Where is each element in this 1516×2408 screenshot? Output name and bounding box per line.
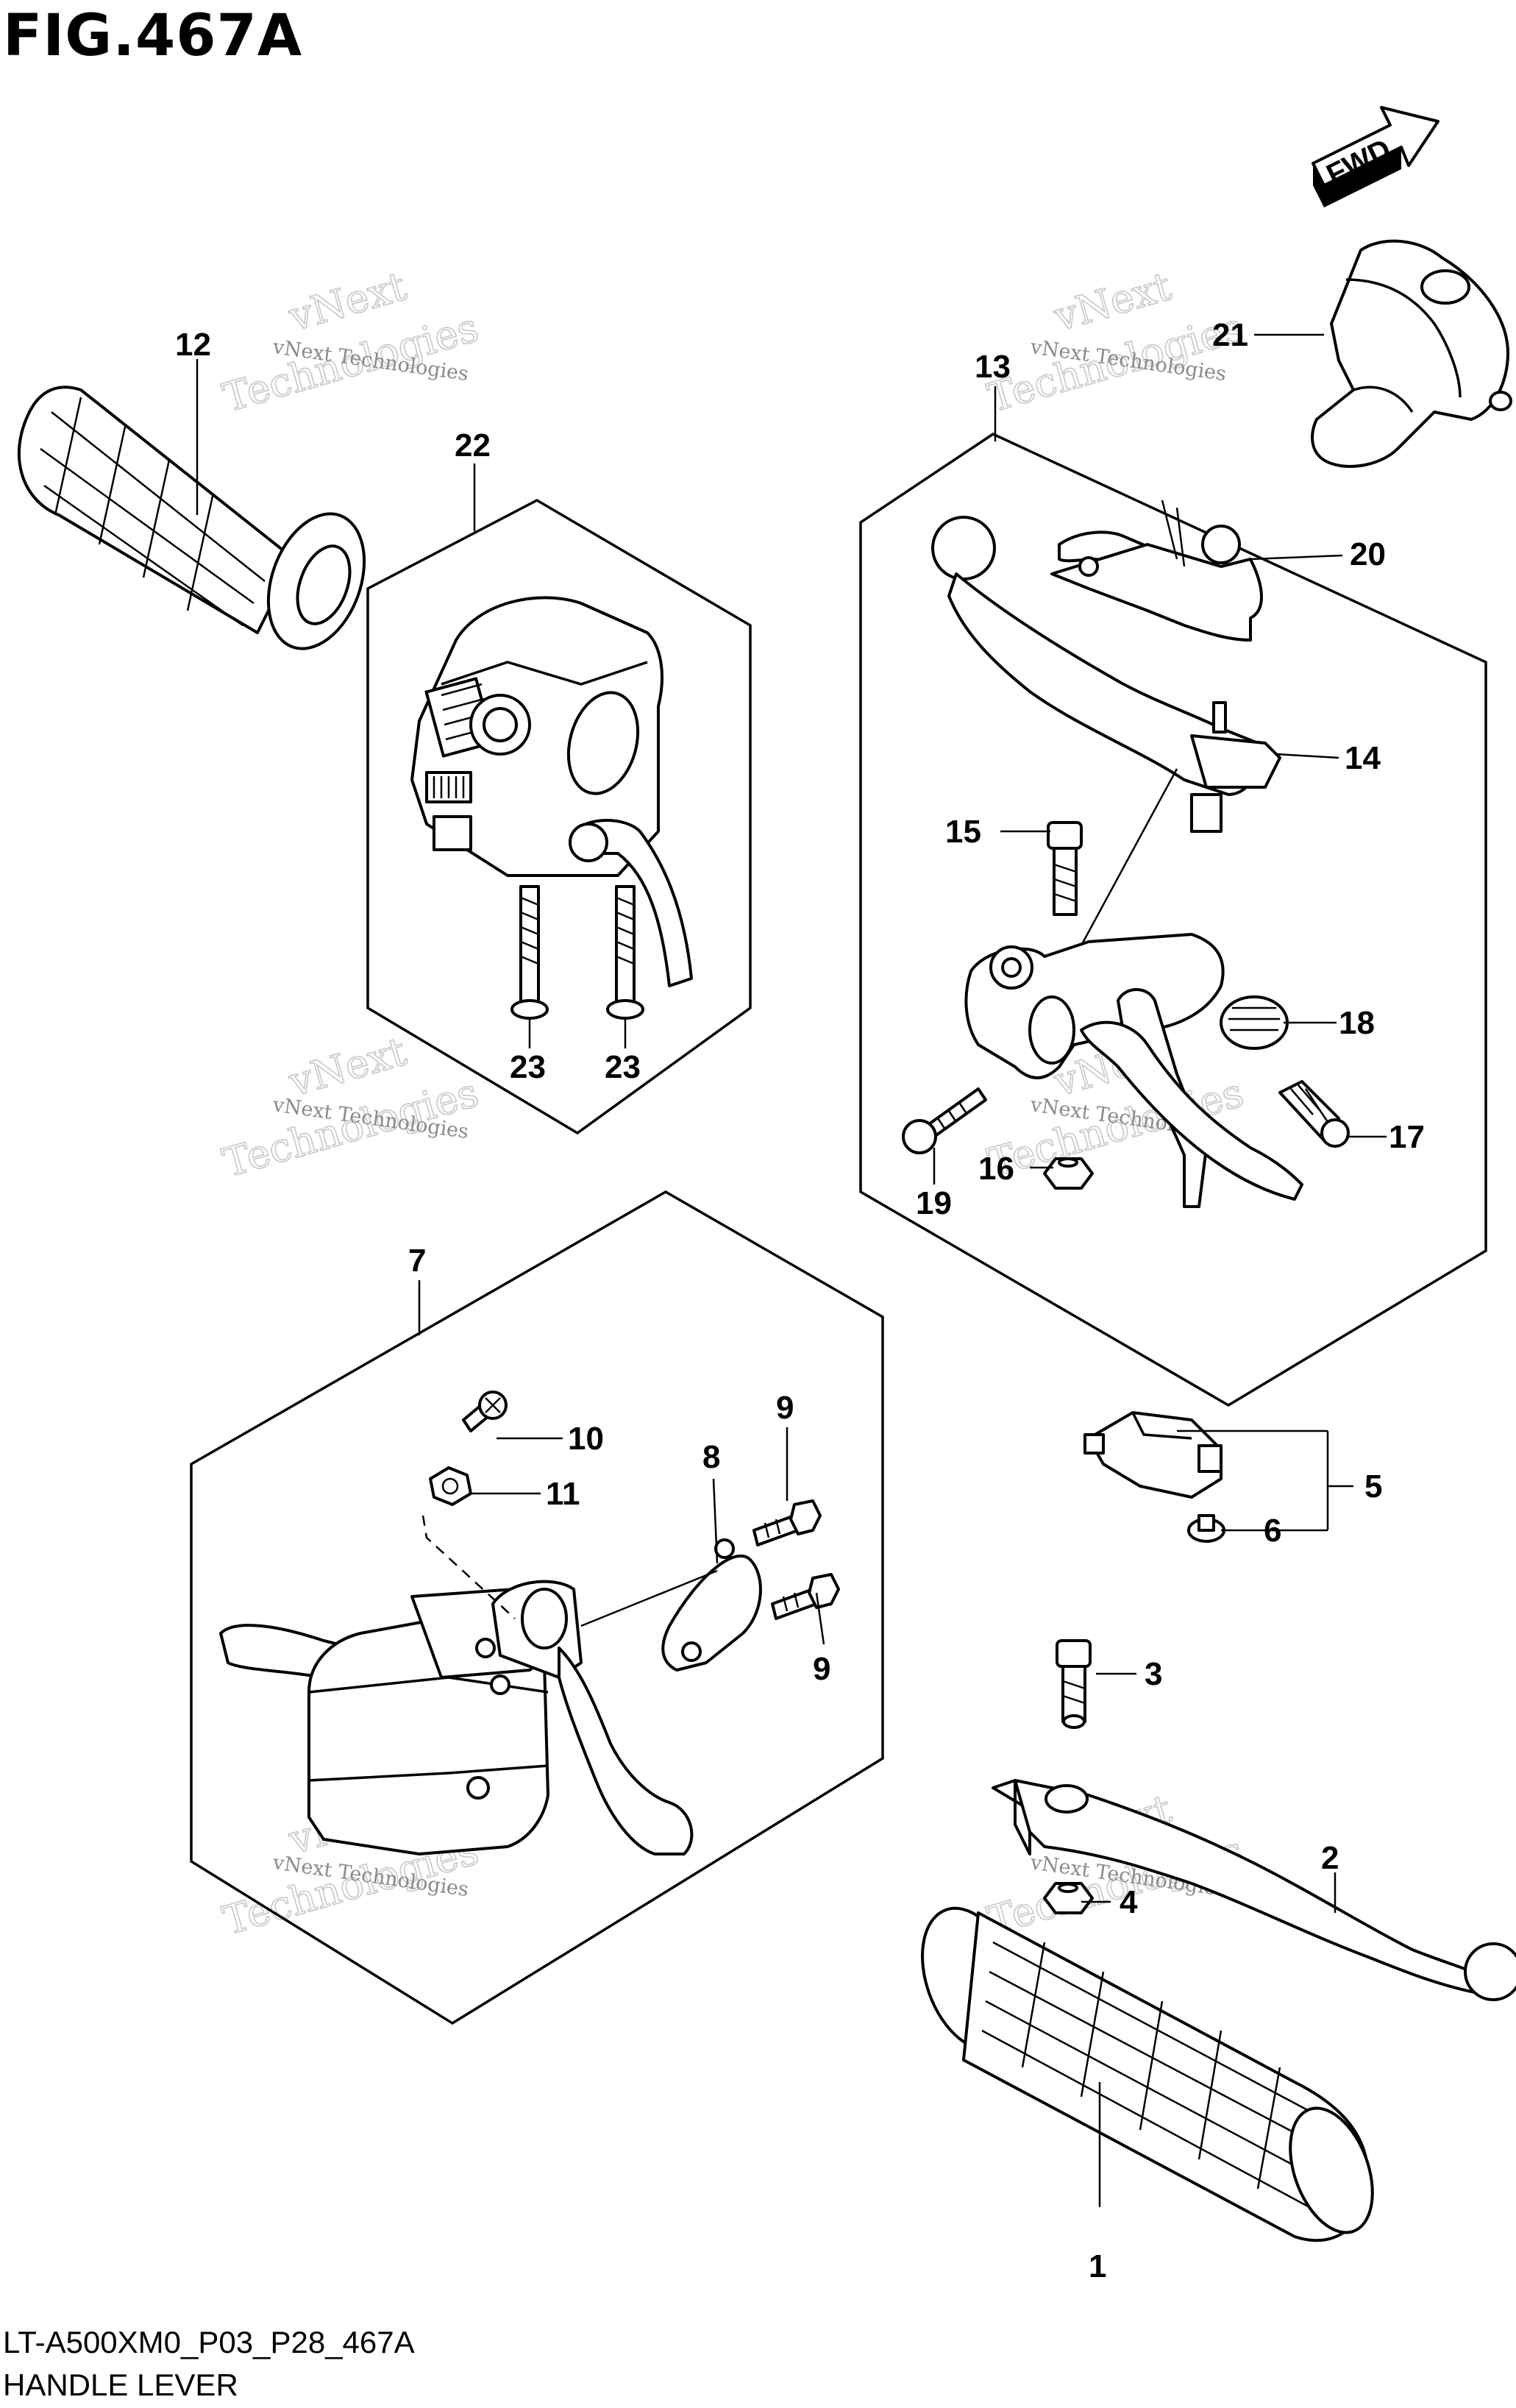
watermark-top-right: vNext Technologies vNext Technologies bbox=[982, 262, 1249, 422]
callout-14: 14 bbox=[1345, 740, 1381, 776]
switch-5 bbox=[1083, 1411, 1223, 1499]
callout-1: 1 bbox=[1089, 2248, 1106, 2284]
pivot-bolt-15 bbox=[1047, 821, 1083, 966]
callout-20: 20 bbox=[1350, 536, 1386, 572]
bolt-9-lower bbox=[771, 1573, 840, 1620]
handlebar-switch-22 bbox=[410, 596, 693, 987]
cover-21 bbox=[1311, 239, 1512, 468]
assembly-box-22 bbox=[366, 499, 752, 1135]
screw-6 bbox=[1187, 1514, 1225, 1543]
figure-code: LT-A500XM0_P03_P28_467A bbox=[3, 2325, 415, 2359]
lever-2 bbox=[992, 1779, 1516, 2001]
screw-10 bbox=[462, 1391, 508, 1432]
callout-15: 15 bbox=[945, 814, 981, 850]
dust-cover-18 bbox=[1220, 995, 1289, 1050]
bolt-9-upper bbox=[752, 1499, 822, 1546]
callout-4: 4 bbox=[1120, 1884, 1138, 1920]
callout-6: 6 bbox=[1264, 1513, 1281, 1549]
callout-11: 11 bbox=[546, 1476, 580, 1512]
callout-leaders bbox=[196, 333, 1387, 2207]
callout-13: 13 bbox=[975, 349, 1011, 385]
callout-5: 5 bbox=[1364, 1468, 1382, 1505]
pivot-bolt-3 bbox=[1056, 1639, 1092, 1729]
callout-8: 8 bbox=[702, 1439, 720, 1475]
bolt-19 bbox=[902, 1087, 987, 1154]
callout-19: 19 bbox=[916, 1185, 952, 1221]
screw-23-right bbox=[606, 885, 644, 1020]
assembly-box-7 bbox=[190, 1190, 884, 2025]
callout-9-upper: 9 bbox=[776, 1390, 794, 1426]
callout-2: 2 bbox=[1321, 1840, 1339, 1876]
callout-21: 21 bbox=[1212, 317, 1248, 353]
nut-16 bbox=[1043, 1157, 1094, 1190]
callout-18: 18 bbox=[1339, 1005, 1375, 1041]
bracket-20 bbox=[1050, 500, 1263, 642]
leader-line bbox=[580, 1569, 718, 1627]
watermark-top-left: vNext Technologies vNext Technologies bbox=[217, 262, 484, 422]
callout-12: 12 bbox=[175, 327, 211, 363]
callout-16: 16 bbox=[978, 1151, 1014, 1187]
callout-10: 10 bbox=[568, 1421, 604, 1457]
grip-left bbox=[18, 386, 366, 650]
callout-9-lower: 9 bbox=[813, 1651, 830, 1687]
assembly-box-13 bbox=[859, 433, 1487, 1407]
figure-caption: HANDLE LEVER bbox=[3, 2368, 238, 2402]
callout-22: 22 bbox=[455, 427, 491, 464]
callout-labels: 1 2 3 4 5 6 7 8 9 9 10 11 12 13 14 15 16… bbox=[175, 317, 1425, 2284]
fwd-arrow-icon: FWD bbox=[1312, 106, 1440, 207]
leader-dash bbox=[421, 1515, 516, 1619]
lever-holder-13 bbox=[964, 933, 1303, 1208]
clamp-bracket-8 bbox=[661, 1538, 762, 1672]
leader-line bbox=[1080, 768, 1178, 946]
screw-23-left bbox=[510, 885, 549, 1020]
callout-23-right: 23 bbox=[605, 1049, 641, 1085]
adjuster-17 bbox=[1278, 1080, 1350, 1148]
callout-23-left: 23 bbox=[510, 1049, 546, 1085]
grip-right bbox=[921, 1906, 1374, 2242]
nut-4 bbox=[1043, 1882, 1094, 1914]
figure-title: FIG.467A bbox=[3, 3, 303, 69]
callout-17: 17 bbox=[1389, 1119, 1425, 1155]
callout-3: 3 bbox=[1145, 1656, 1162, 1692]
lever-14 bbox=[931, 516, 1281, 833]
callout-7: 7 bbox=[408, 1243, 426, 1279]
switch-housing-7 bbox=[219, 1580, 694, 1855]
nut-11 bbox=[429, 1466, 472, 1506]
